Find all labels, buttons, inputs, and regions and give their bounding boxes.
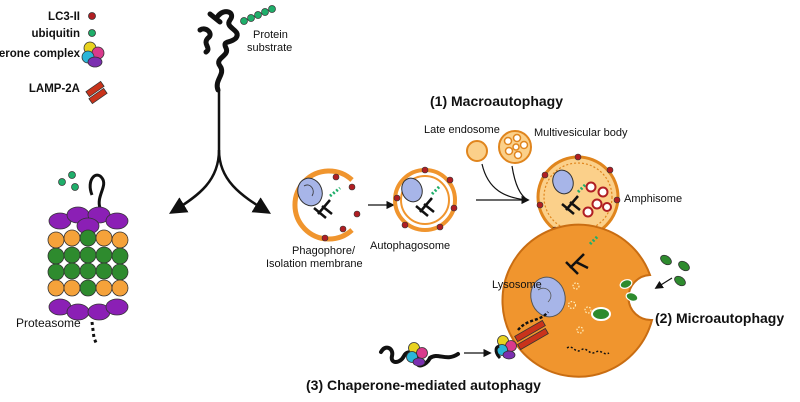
multivesicular-body: Multivesicular body [498, 127, 628, 164]
proteasome: Proteasome [16, 171, 129, 346]
legend-lc3-label: LC3-II [48, 11, 80, 23]
ubiquitin-chain [240, 5, 276, 25]
legend: LC3-II ubiquitin chaperone complex LAMP-… [0, 11, 108, 105]
protein-substrate-label-1: Protein [253, 29, 288, 41]
ubiquitin-icon [88, 29, 96, 37]
legend-chaperone-label: chaperone complex [0, 48, 81, 60]
protein-substrate: Protein substrate [197, 5, 292, 93]
microautophagy-cargo: (2) Microautophagy [654, 254, 784, 326]
proteasome-label: Proteasome [16, 316, 81, 330]
cma-title: (3) Chaperone-mediated autophagy [306, 377, 541, 393]
late-endosome: Late endosome [424, 124, 500, 162]
merge-arrows [476, 163, 530, 205]
phagophore: Phagophore/ Isolation membrane [266, 168, 363, 270]
phagophore-label-2: Isolation membrane [266, 258, 363, 270]
late-endosome-label: Late endosome [424, 124, 500, 136]
lysosome: Lysosome [492, 223, 654, 378]
autophagosome: Autophagosome [370, 166, 458, 252]
mvb-label: Multivesicular body [534, 127, 628, 139]
amphisome: Amphisome [536, 153, 682, 239]
lamp2a-receptor [514, 319, 549, 351]
macroautophagy-title: (1) Macroautophagy [430, 93, 563, 109]
chaperone-mediated-autophagy: (3) Chaperone-mediated autophagy [306, 311, 549, 393]
split-arrows [169, 90, 271, 214]
lysosome-label: Lysosome [492, 279, 542, 291]
autophagosome-label: Autophagosome [370, 240, 450, 252]
lc3-icon [88, 12, 96, 20]
legend-ubiquitin-label: ubiquitin [31, 28, 80, 40]
microautophagy-title: (2) Microautophagy [655, 310, 784, 326]
amphisome-label: Amphisome [624, 193, 682, 205]
legend-lamp2a-label: LAMP-2A [29, 83, 80, 95]
phagophore-label-1: Phagophore/ [292, 245, 356, 257]
chaperone-complex-icon [81, 41, 105, 68]
protein-substrate-label-2: substrate [247, 42, 292, 54]
lamp2a-icon [85, 80, 108, 105]
